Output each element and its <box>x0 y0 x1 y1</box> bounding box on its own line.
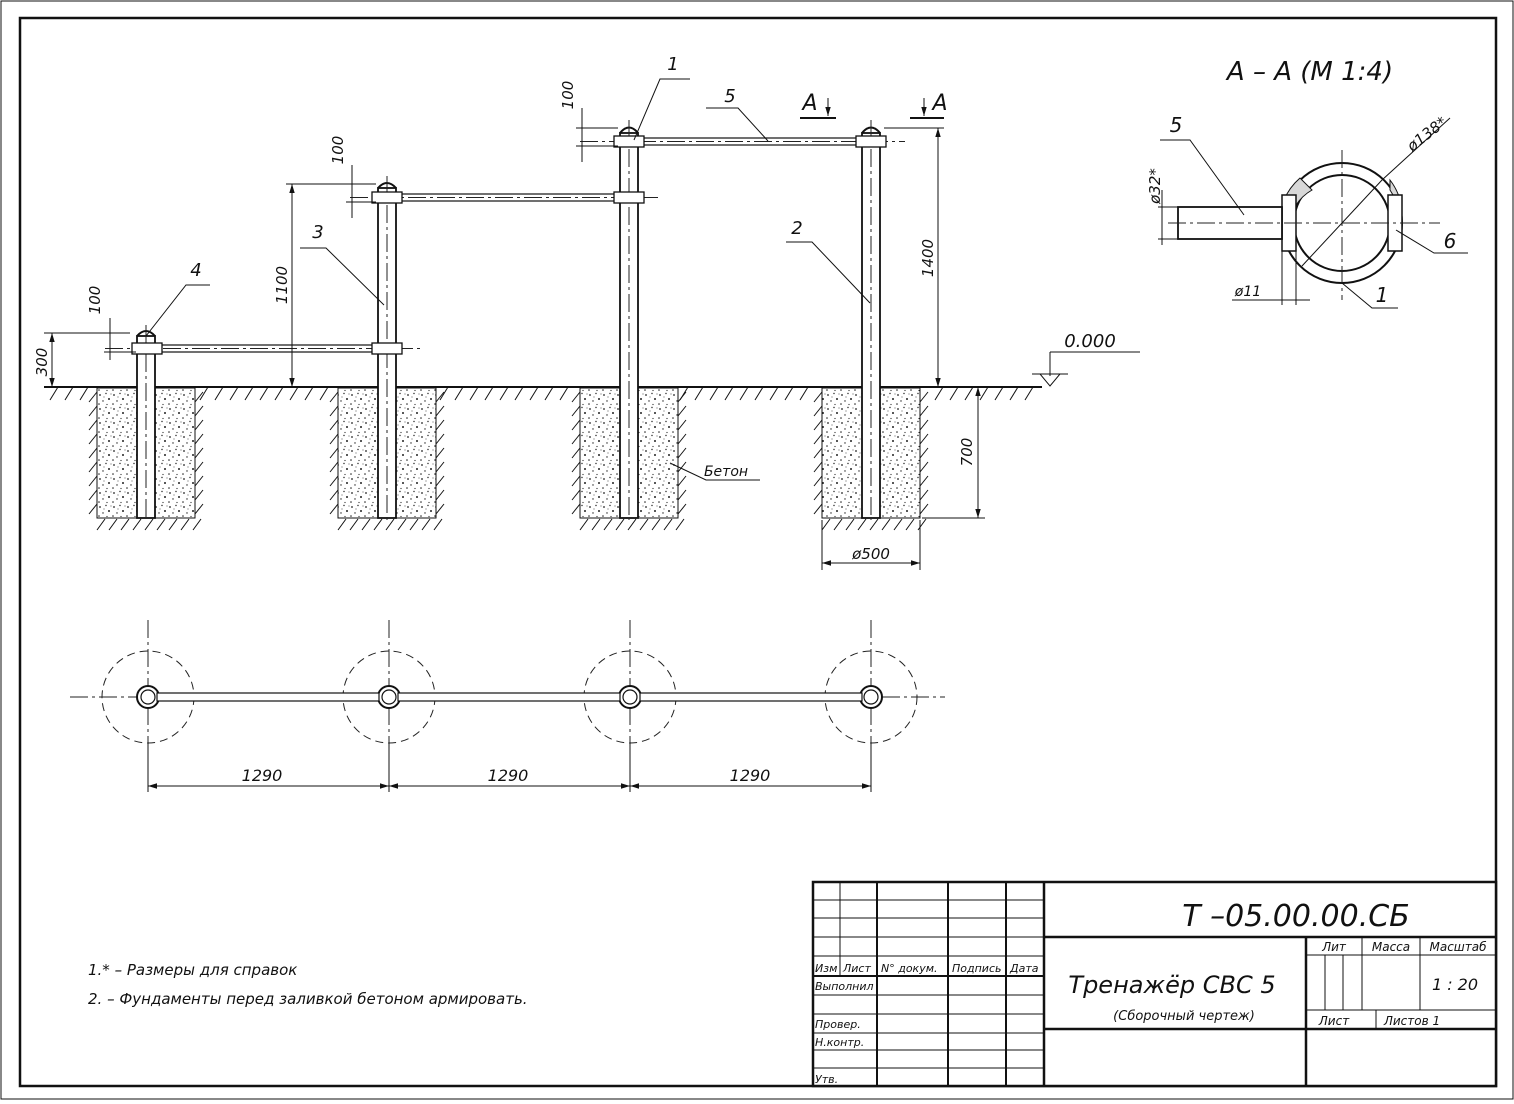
note-1: 1.* – Размеры для справок <box>88 961 297 979</box>
callout-1: 1 <box>667 54 678 75</box>
post-4 <box>136 325 156 520</box>
dim-spacing-3: 1290 <box>730 766 771 785</box>
part-callouts: 4 3 1 5 2 Бетон <box>145 54 871 481</box>
section-marker-left: А <box>800 91 817 116</box>
dim-spacing-1: 1290 <box>242 766 283 785</box>
post-1 <box>619 120 639 520</box>
tb-scale-label: Масштаб <box>1429 940 1487 954</box>
tb-row-appr: Утв. <box>815 1073 838 1086</box>
tb-col-date: Дата <box>1009 962 1039 975</box>
tb-scale-value: 1 : 20 <box>1432 975 1478 994</box>
section-marker-right: А <box>930 91 947 116</box>
posts <box>136 120 881 520</box>
dim-section-outer: ø138* <box>1403 113 1451 156</box>
dim-section-pipe: ø32* <box>1146 168 1164 205</box>
tb-row-done: Выполнил <box>815 980 874 993</box>
tb-sheet: Лист <box>1318 1014 1350 1028</box>
tb-sheets: Листов 1 <box>1383 1014 1440 1028</box>
dim-post4-height: 300 <box>33 348 51 377</box>
tb-col-list: Лист <box>842 962 871 975</box>
callout-4: 4 <box>190 260 201 281</box>
concrete-label: Бетон <box>704 464 748 480</box>
dim-post4-top: 100 <box>86 286 104 315</box>
tb-col-izm: Изм <box>815 962 837 975</box>
foundations <box>88 387 929 531</box>
crossbar-middle <box>350 191 660 204</box>
dim-spacing-2: 1290 <box>488 766 529 785</box>
tb-col-sign: Подпись <box>952 962 1001 975</box>
tb-mass: Масса <box>1372 940 1410 954</box>
post-2 <box>861 120 881 520</box>
level-mark: 0.000 <box>1032 331 1140 387</box>
tb-lit: Лит <box>1321 940 1347 954</box>
tb-row-ncontr: Н.контр. <box>815 1036 864 1049</box>
section-markers: А А <box>800 91 948 119</box>
callout-3: 3 <box>312 222 323 243</box>
dim-section-hole: ø11 <box>1234 284 1261 300</box>
tb-doc-type: (Сборочный чертеж) <box>1113 1009 1255 1024</box>
notes: 1.* – Размеры для справок 2. – Фундамент… <box>88 961 528 1008</box>
crossbars <box>105 135 905 355</box>
crossbar-high <box>580 135 905 148</box>
front-view-dimensions: 300 100 1100 100 100 1400 700 ø500 <box>33 81 985 570</box>
level-mark-value: 0.000 <box>1064 331 1116 352</box>
dim-post1-top: 100 <box>559 81 577 110</box>
tb-col-doc: N° докум. <box>881 962 938 975</box>
section-view-aa: А – А (М 1:4) ø138* ø32* ø11 5 6 1 <box>1146 57 1468 309</box>
tb-row-check: Провер. <box>815 1018 861 1031</box>
tb-name: Тренажёр СВС 5 <box>1068 971 1275 999</box>
drawing-frame <box>18 16 1498 1088</box>
note-2: 2. – Фундаменты перед заливкой бетоном а… <box>88 990 528 1008</box>
dim-foundation-diameter: ø500 <box>851 545 890 563</box>
callout-5: 5 <box>724 86 735 107</box>
section-title: А – А (М 1:4) <box>1225 57 1393 87</box>
tb-designation: Т –05.00.00.СБ <box>1182 899 1410 934</box>
dim-post1-height: 1400 <box>919 239 937 277</box>
dim-foundation-depth: 700 <box>958 438 976 467</box>
section-callout-6: 6 <box>1444 229 1457 253</box>
dim-post3-top: 100 <box>329 136 347 165</box>
section-callout-1: 1 <box>1376 283 1389 307</box>
callout-2: 2 <box>791 218 802 239</box>
title-block: Изм Лист N° докум. Подпись Дата Выполнил… <box>811 880 1498 1088</box>
plan-view: 1290 1290 1290 <box>70 620 945 792</box>
section-callout-5: 5 <box>1170 113 1183 137</box>
crossbar-low <box>105 342 420 355</box>
dim-post3-height: 1100 <box>273 266 291 304</box>
